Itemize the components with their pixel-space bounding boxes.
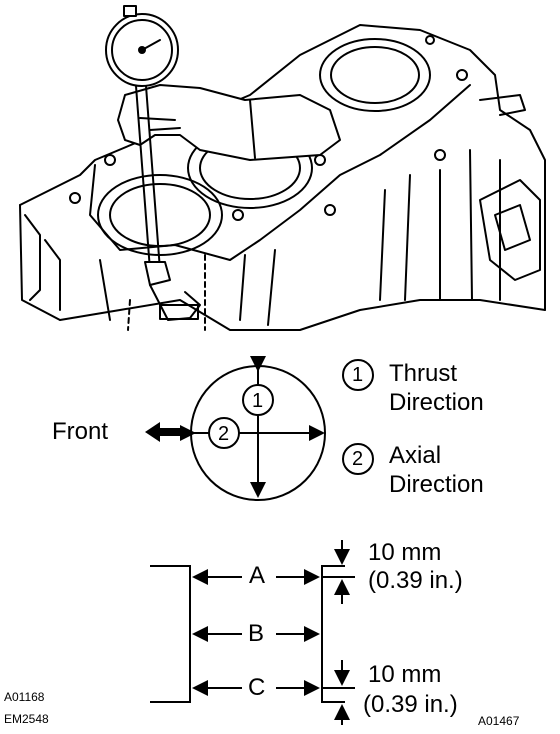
bore-point-a: A bbox=[249, 562, 266, 589]
dim-bottom-metric: 10 mm bbox=[368, 661, 442, 688]
dim-top-metric: 10 mm bbox=[368, 539, 442, 566]
bore-point-c: C bbox=[248, 674, 266, 701]
circle-number-1: 1 bbox=[252, 390, 263, 412]
legend-number-2: 2 bbox=[352, 448, 364, 470]
bore-left-wall bbox=[150, 565, 191, 703]
bore-point-b: B bbox=[248, 620, 265, 647]
legend-number-1: 1 bbox=[352, 364, 364, 386]
dim-top-imperial: (0.39 in.) bbox=[368, 567, 463, 594]
bore-right-wall bbox=[321, 565, 345, 703]
legend-axial-line1: Axial bbox=[389, 442, 442, 469]
code-right: A01467 bbox=[478, 714, 520, 728]
code-left-bottom: EM2548 bbox=[4, 712, 49, 726]
code-left-top: A01168 bbox=[4, 690, 45, 704]
circle-number-2: 2 bbox=[218, 423, 229, 445]
dim-bottom-imperial: (0.39 in.) bbox=[363, 691, 458, 718]
legend-thrust-line2: Direction bbox=[389, 389, 484, 416]
legend-axial-line2: Direction bbox=[389, 471, 484, 498]
legend-thrust-line1: Thrust bbox=[389, 360, 458, 387]
engine-block-illustration bbox=[19, 5, 546, 331]
front-arrow-icon bbox=[145, 422, 185, 442]
front-label: Front bbox=[52, 418, 109, 445]
